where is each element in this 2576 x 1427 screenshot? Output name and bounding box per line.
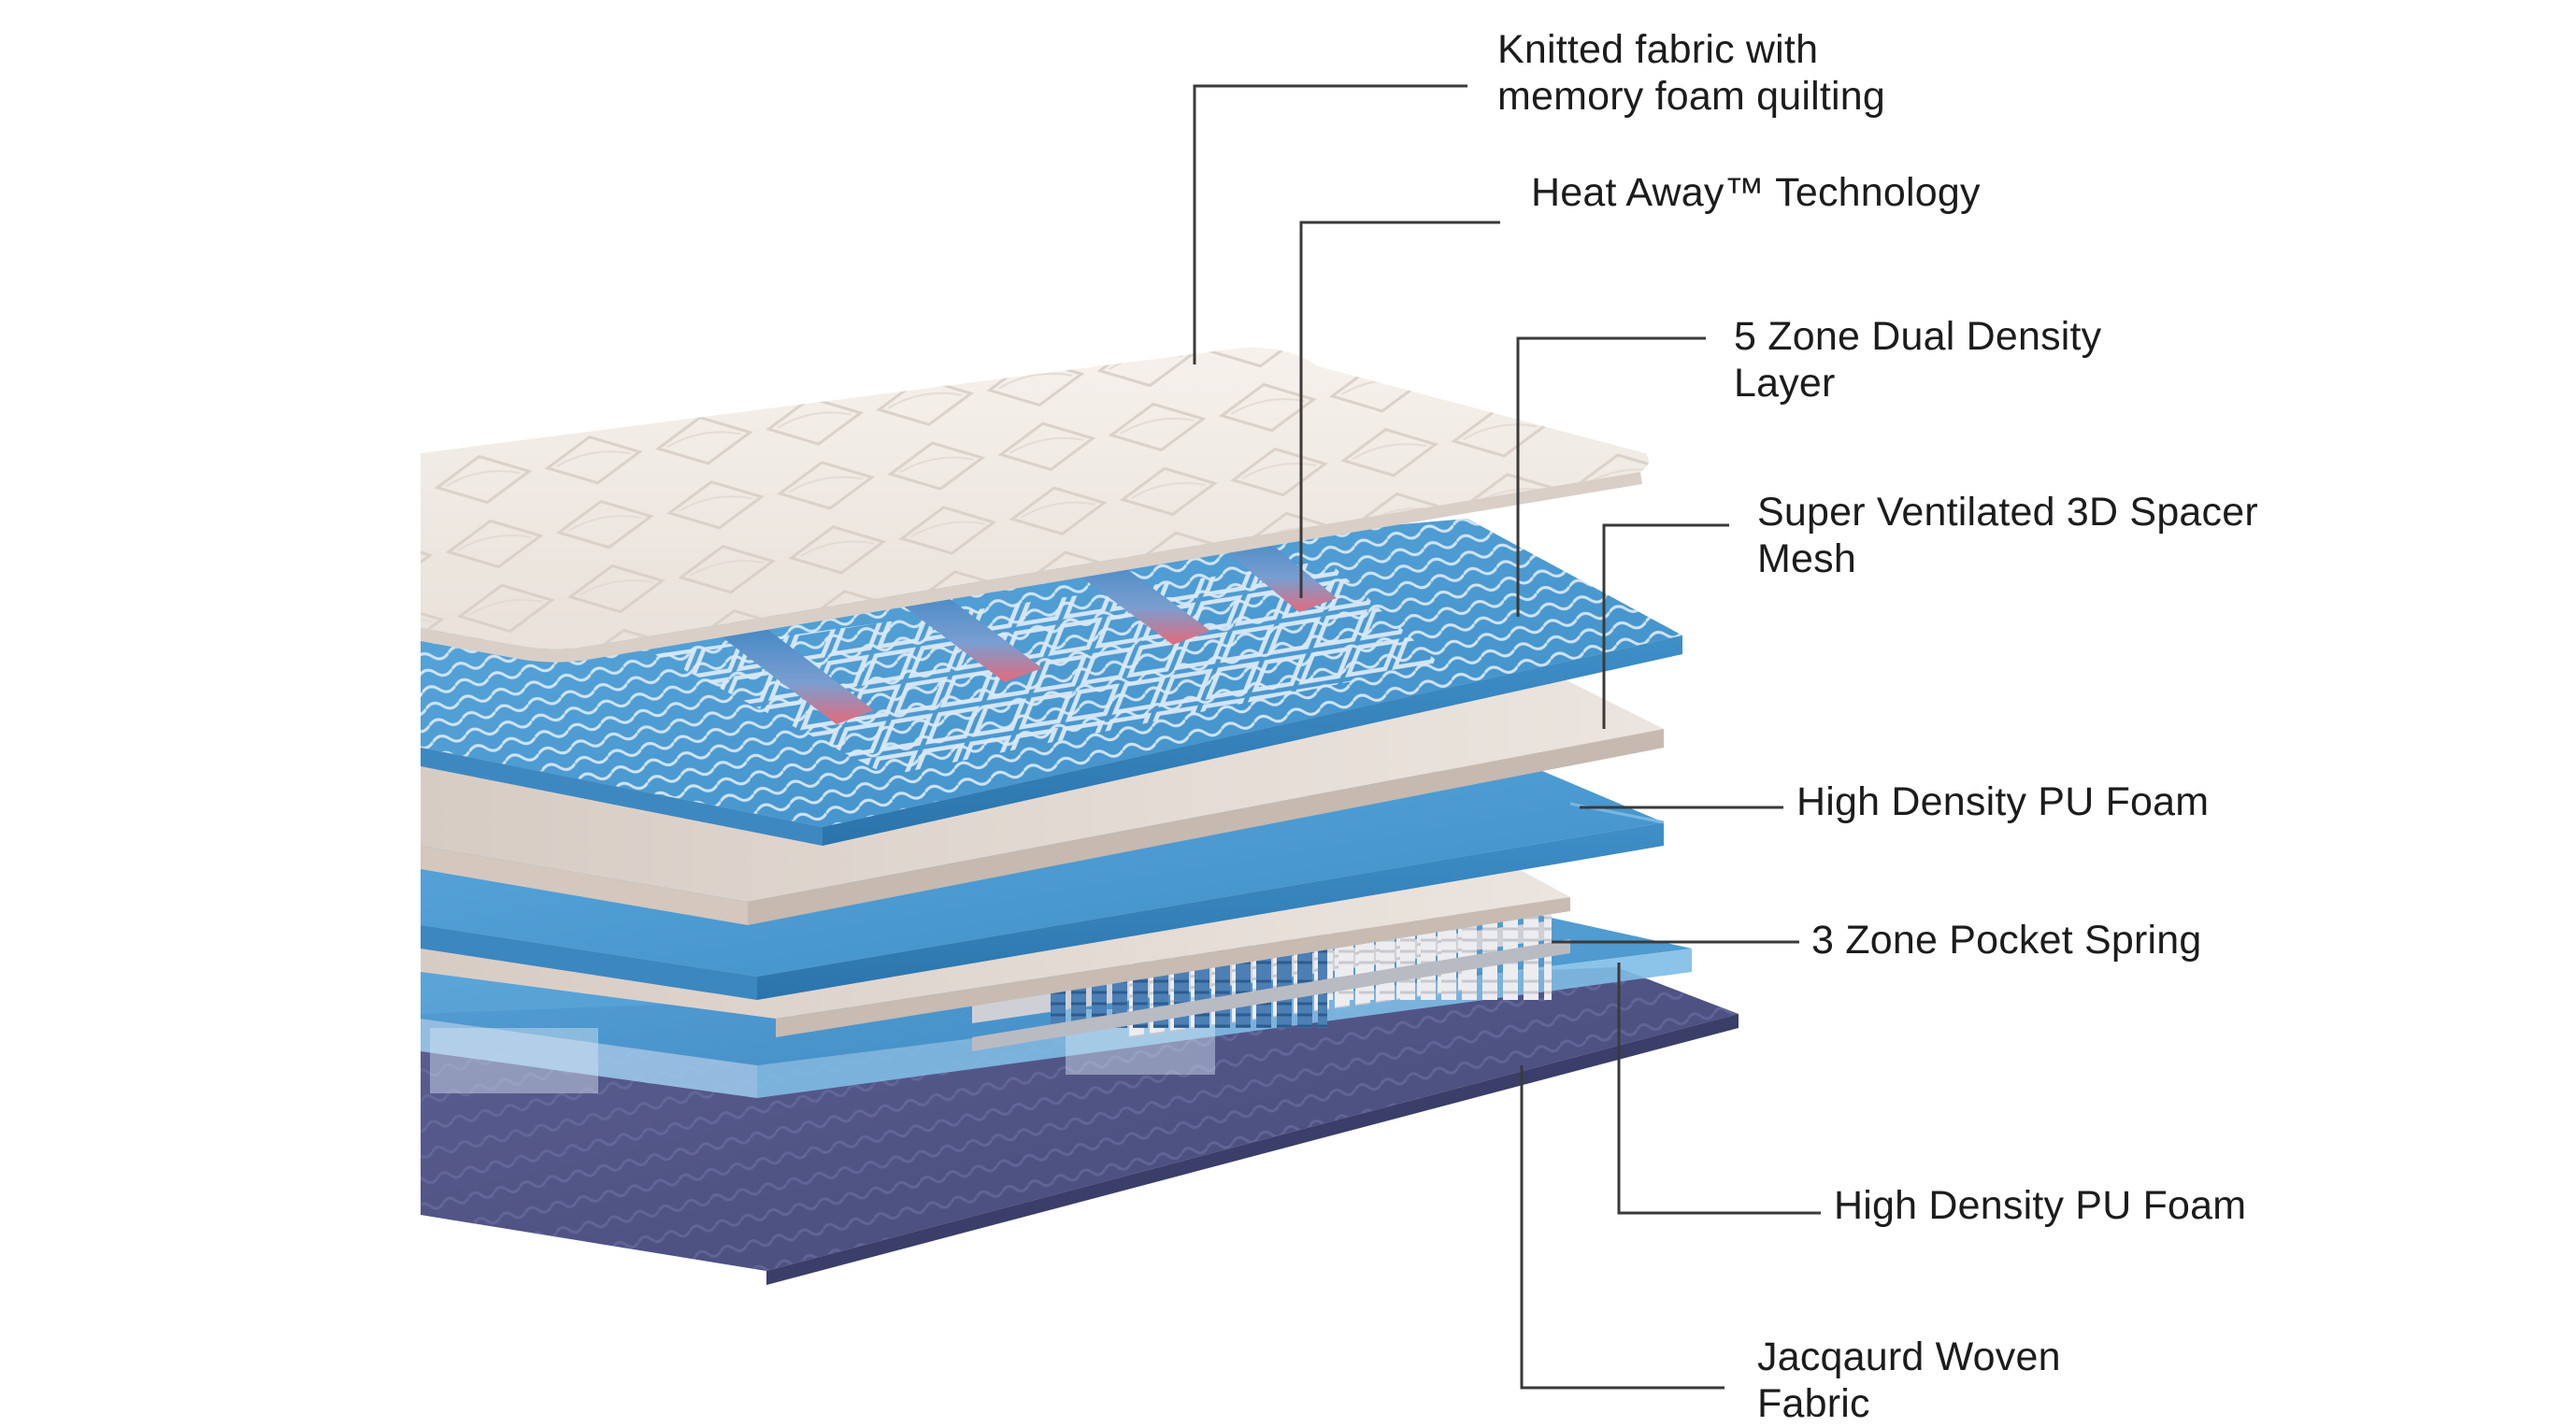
label-line: High Density PU Foam [1796,779,2210,824]
leader-lines [1193,84,1821,1390]
layer-heat-away-strips [720,528,1337,724]
label-pocket-spring: 3 Zone Pocket Spring [1811,917,2202,963]
leader-line-dual-density [1516,336,1706,617]
label-line: Layer [1734,361,1836,406]
heat-strip-2 [893,584,1042,682]
leader-line-heat-away [1299,221,1500,598]
layer-knitted-fabric [421,347,1649,663]
label-line: Super Ventilated 3D Spacer [1757,490,2258,535]
label-pu-foam-upper: High Density PU Foam [1796,778,2209,825]
label-line: Knitted fabric with [1497,27,1819,72]
label-line: 5 Zone Dual Density [1734,314,2102,359]
label-jacquard: Jacqaurd Woven Fabric [1757,1334,2061,1427]
label-line: Jacqaurd Woven [1757,1334,2061,1379]
label-line: Fabric [1757,1381,1870,1426]
leader-line-knitted-fabric [1193,84,1467,364]
foam-block-left [430,1028,598,1093]
label-spacer-mesh: Super Ventilated 3D Spacer Mesh [1757,489,2258,582]
label-line: 3 Zone Pocket Spring [1811,918,2202,963]
label-line: memory foam quilting [1497,74,1886,119]
leader-line-spacer-mesh [1602,523,1729,729]
label-heat-away: Heat Away™ Technology [1531,169,1981,216]
label-line: High Density PU Foam [1834,1183,2247,1228]
heat-strip-3 [1066,551,1210,645]
leader-line-pu-foam-lower [1617,963,1821,1215]
label-line: Mesh [1757,536,1856,581]
heat-strip-1 [720,621,874,724]
zone-grid-pattern [654,561,1439,776]
label-dual-density: 5 Zone Dual Density Layer [1734,313,2101,407]
label-pu-foam-lower: High Density PU Foam [1834,1182,2246,1229]
leader-line-jacquard [1520,1065,1724,1390]
label-line: Heat Away™ Technology [1531,170,1981,215]
label-knitted-fabric: Knitted fabric with memory foam quilting [1497,26,1885,120]
